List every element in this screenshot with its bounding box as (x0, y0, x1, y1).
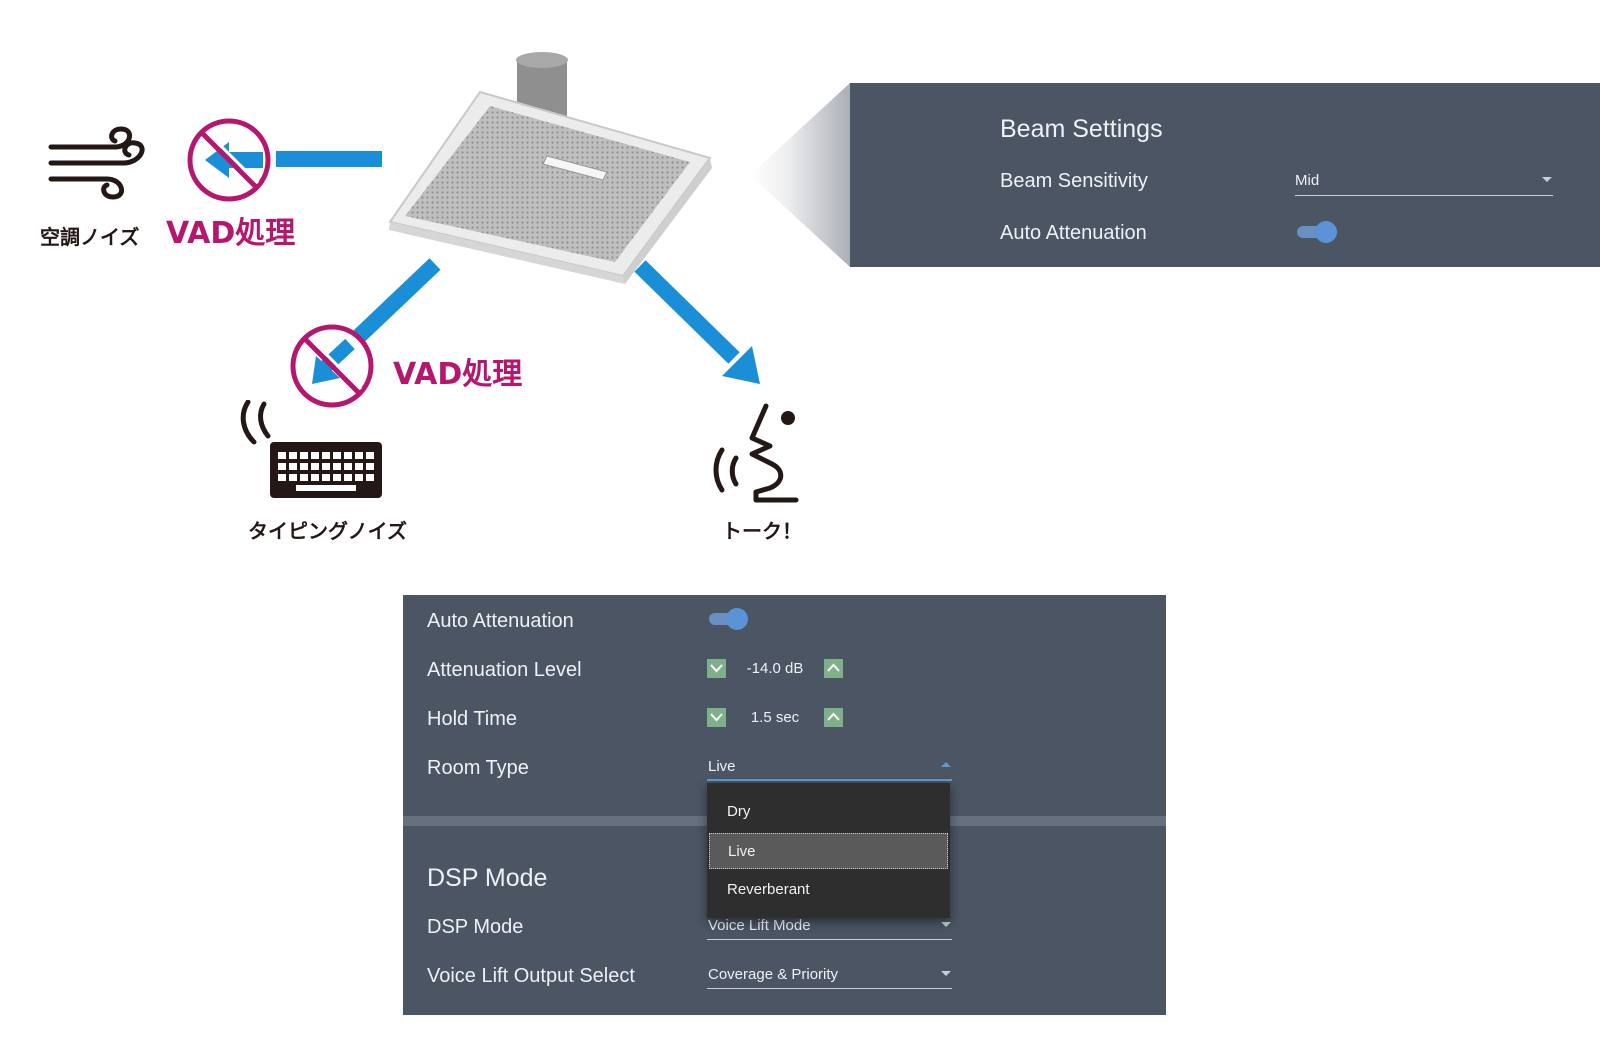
auto-attenuation-label: Auto Attenuation (427, 610, 574, 632)
hold-time-label: Hold Time (427, 708, 518, 730)
chevron-up-icon (941, 762, 951, 767)
chevron-up-icon (827, 712, 840, 721)
option-label: Reverberant (727, 881, 810, 898)
auto-attenuation-toggle[interactable] (709, 607, 751, 631)
ceiling-microphone-device (388, 52, 712, 284)
vad-label-1: VAD処理 (166, 216, 296, 251)
dropdown-option-reverberant[interactable]: Reverberant (707, 872, 950, 908)
beam-settings-title: Beam Settings (1000, 115, 1163, 143)
select-underline (707, 988, 952, 989)
room-type-value: Live (708, 758, 736, 775)
dsp-mode-section-title: DSP Mode (427, 864, 548, 892)
vad-label-2: VAD処理 (393, 357, 523, 392)
ac-noise-label: 空調ノイズ (40, 225, 140, 249)
wind-icon (48, 126, 145, 200)
beam-sensitivity-label: Beam Sensitivity (1000, 170, 1148, 192)
dsp-mode-value: Voice Lift Mode (708, 917, 811, 934)
talk-arrow (634, 260, 760, 384)
toggle-knob (726, 608, 748, 630)
attenuation-increase-button[interactable] (824, 659, 843, 678)
option-label: Dry (727, 803, 751, 820)
option-label: Live (728, 843, 756, 860)
hold-time-increase-button[interactable] (824, 708, 843, 727)
typing-noise-arrow (349, 258, 441, 346)
hold-time-value: 1.5 sec (750, 709, 800, 726)
auto-attenuation-toggle[interactable] (1297, 220, 1339, 244)
select-underline (1295, 195, 1553, 196)
beam-sensitivity-value: Mid (1295, 172, 1320, 189)
attenuation-level-value: -14.0 dB (746, 660, 804, 677)
attenuation-level-label: Attenuation Level (427, 659, 582, 681)
auto-attenuation-label: Auto Attenuation (1000, 222, 1147, 244)
talk-label: トーク！ (722, 519, 802, 543)
hold-time-decrease-button[interactable] (707, 708, 726, 727)
chevron-down-icon (710, 664, 723, 673)
dropdown-option-live[interactable]: Live (709, 833, 948, 869)
select-underline (707, 939, 952, 940)
no-entry-arrow-icon (290, 324, 374, 408)
dropdown-option-dry[interactable]: Dry (707, 794, 950, 830)
voice-lift-output-value: Coverage & Priority (708, 966, 839, 983)
chevron-down-icon (1542, 177, 1552, 182)
keyboard-icon (240, 400, 382, 498)
talking-face-icon (713, 403, 799, 503)
select-underline (707, 779, 952, 781)
chevron-down-icon (941, 971, 951, 976)
dsp-mode-label: DSP Mode (427, 916, 524, 938)
chevron-up-icon (827, 663, 840, 672)
chevron-down-icon (941, 922, 951, 927)
typing-noise-label: タイピングノイズ (248, 519, 407, 543)
chevron-down-icon (710, 713, 723, 722)
room-type-label: Room Type (427, 757, 529, 779)
voice-lift-output-label: Voice Lift Output Select (427, 965, 635, 987)
beam-settings-panel (850, 83, 1600, 267)
room-type-dropdown-menu: Dry Live Reverberant (707, 783, 950, 918)
noise-arrow-shaft (276, 151, 382, 167)
toggle-knob (1315, 221, 1337, 243)
attenuation-decrease-button[interactable] (707, 659, 726, 678)
no-entry-arrow-icon (187, 118, 271, 202)
